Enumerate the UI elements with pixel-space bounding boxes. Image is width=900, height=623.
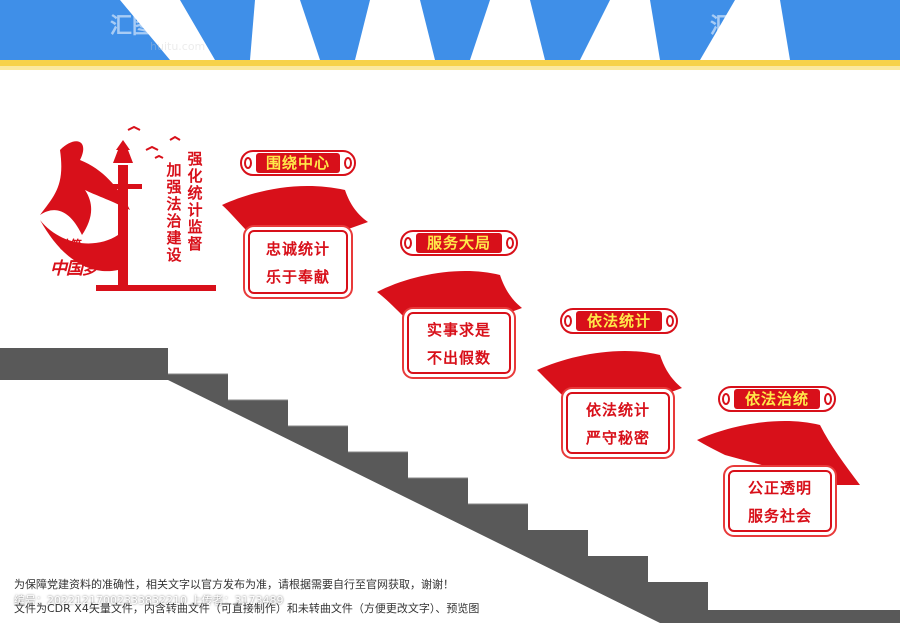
step-3-line-2: 严守秘密 [585, 429, 650, 447]
step-1-line-2: 乐于奉献 [265, 268, 330, 286]
logo-small-text: 共筑 [60, 238, 82, 251]
step-3-card: 依法统计 严守秘密 [566, 392, 670, 454]
staircase [0, 348, 900, 623]
slogan-column-1: 加强法治建设 [166, 161, 182, 264]
watermark-logo-2: 汇图 [710, 14, 755, 39]
watermark-url: huitu.com [150, 40, 206, 53]
step-1-line-1: 忠诚统计 [265, 240, 330, 258]
step-4-line-2: 服务社会 [747, 507, 812, 525]
step-4-title-plaque: 依法治统 [718, 386, 836, 412]
slogan-column-2: 强化统计监督 [187, 150, 203, 253]
step-1-card: 忠诚统计 乐于奉献 [248, 230, 348, 294]
step-4-title: 依法治统 [734, 389, 820, 409]
flag-1 [222, 185, 368, 232]
logo-dream-text: 中国梦 [50, 259, 99, 279]
footer-note-1: 为保障党建资料的准确性，相关文字以官方发布为准，请根据需要自行至官网获取，谢谢！ [14, 578, 454, 591]
step-3-line-1: 依法统计 [585, 401, 650, 419]
huabiao-flag-icon [40, 125, 216, 291]
flag-2 [377, 271, 522, 318]
step-2-line-2: 不出假数 [426, 349, 491, 367]
step-4-card: 公正透明 服务社会 [728, 470, 832, 532]
flag-3 [537, 350, 682, 398]
step-2-card: 实事求是 不出假数 [407, 312, 511, 374]
stair-edges [168, 373, 528, 505]
step-2-title-plaque: 服务大局 [400, 230, 518, 256]
step-3-title-plaque: 依法统计 [560, 308, 678, 334]
step-1-title: 围绕中心 [256, 153, 340, 173]
watermark-id-text: 编号：20221217002333832210 上传者：3173489 [14, 594, 284, 607]
step-1-title-plaque: 围绕中心 [240, 150, 356, 176]
step-2-title: 服务大局 [416, 233, 502, 253]
step-4-line-1: 公正透明 [747, 479, 812, 497]
step-2-line-1: 实事求是 [426, 321, 491, 339]
watermark-logo: 汇图 [110, 14, 155, 39]
sky-rays [0, 0, 900, 70]
flag-4 [697, 420, 860, 485]
step-3-title: 依法统计 [576, 311, 662, 331]
footer-note-2: 文件为CDR X4矢量文件，内含转曲文件（可直接制作）和未转曲文件（方便更改文字… [14, 602, 480, 615]
